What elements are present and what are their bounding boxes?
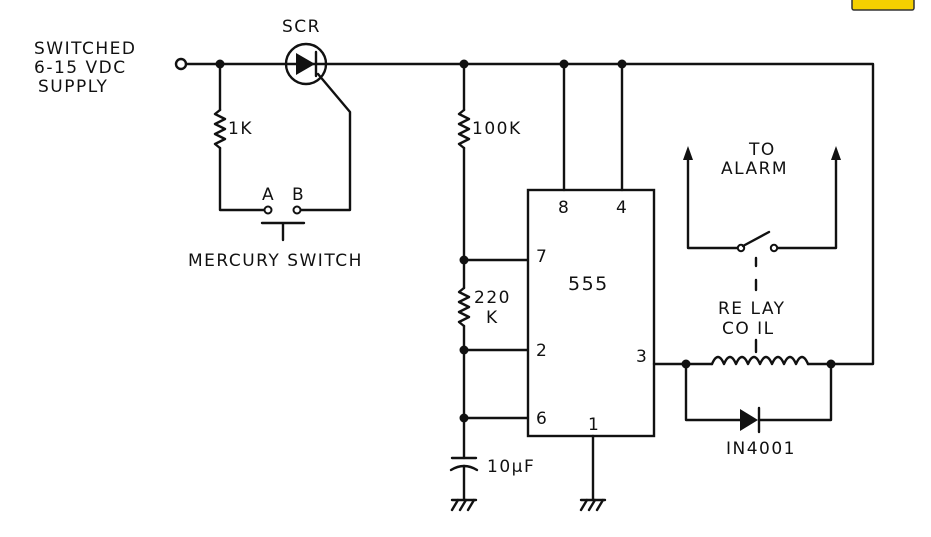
diode-triangle [740,409,758,431]
alarm-lead-left [686,152,740,250]
mercury-switch-contact-b [292,205,302,215]
resistor-1k [213,108,227,150]
mercury-switch [260,205,306,242]
ic-pin-2-label: 2 [536,341,548,361]
relay-coil [710,355,810,366]
wire-diode-loop [684,362,833,422]
relay-label-line2: CO IL [722,319,775,339]
resistor-100k [457,108,471,150]
mercury-switch-contact-a [263,205,273,215]
switch-label-a: A [262,185,275,205]
alarm-label-line1: TO [748,140,776,160]
switch-label-b: B [292,185,305,205]
resistor-220k-label-line2: K [486,308,499,328]
ic-pin-8-label: 8 [558,198,570,218]
ic-pin-6-label: 6 [536,409,548,429]
relay-contact-right [769,243,779,253]
resistor-220k-label-line1: 220 [474,288,511,308]
ground-cap-hatch [450,498,476,512]
diode-in4001 [740,406,761,434]
scr-triangle [296,53,315,75]
ic-555-body [526,188,656,438]
diode-label: IN4001 [726,439,796,459]
scr-label: SCR [282,17,321,37]
ic-pin-3-label: 3 [636,347,648,367]
relay-switch-arm [741,230,771,248]
ground-symbol-cap [450,498,478,512]
alarm-lead-right [775,152,838,250]
resistor-1k-label: 1K [228,119,253,139]
mercury-switch-bar [260,221,306,242]
ic-555-label: 555 [568,273,609,295]
supply-label-line3: SUPPLY [38,77,108,97]
supply-label: SWITCHED 6-15 VDC SUPPLY [34,39,137,97]
alarm-arrow-right [831,146,841,160]
mercury-switch-label: MERCURY SWITCH [188,251,363,271]
resistor-100k-label: 100K [472,119,522,139]
ic-pin-1-label: 1 [588,415,600,435]
wire-top-rail [324,62,875,366]
capacitor-label: 10μF [487,457,535,477]
corner-badge [851,0,915,11]
ground-ic-hatch [579,498,605,512]
ic-pin-7-label: 7 [536,247,548,267]
ground-symbol-ic [579,498,607,512]
relay-label-line1: RE LAY [718,299,786,319]
scr [284,42,352,212]
alarm-label-line2: ALARM [721,159,788,179]
resistor-220k [457,286,471,328]
ic-pin-4-label: 4 [616,198,628,218]
supply-label-line1: SWITCHED [34,39,137,59]
alarm-arrow-left [683,146,693,160]
scr-gate-lead [298,72,352,212]
supply-terminal [174,57,188,71]
supply-label-line2: 6-15 VDC [34,58,127,78]
wire-1k-bottom [218,146,266,212]
